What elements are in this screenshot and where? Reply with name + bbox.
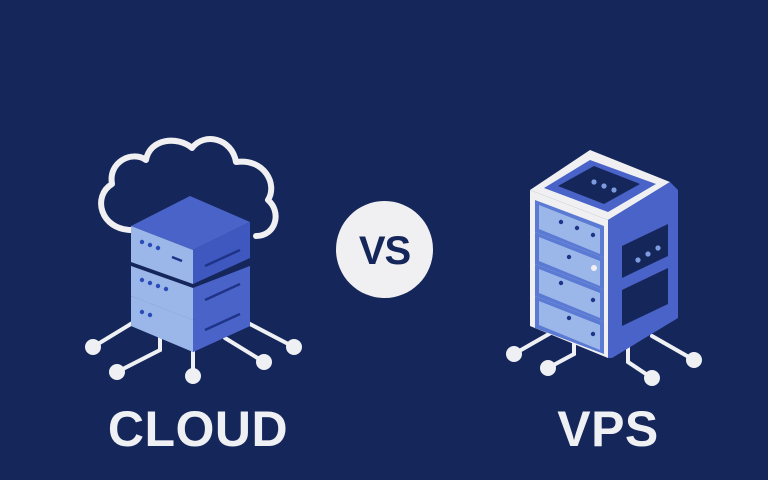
tower-top-panel — [558, 166, 640, 204]
vs-text: VS — [358, 228, 411, 273]
drive-bay-4 — [535, 296, 604, 354]
network-nodes-icon — [506, 328, 702, 386]
vs-badge: VS — [336, 201, 433, 298]
drive-bay-1 — [535, 200, 604, 258]
cloud-outline-icon — [98, 136, 279, 239]
server-unit-1 — [131, 196, 250, 284]
drive-bay-3 — [535, 264, 604, 322]
server-unit-3 — [131, 296, 250, 352]
server-unit-2 — [131, 266, 250, 320]
vps-title: VPS — [557, 401, 659, 457]
drive-bay-2 — [535, 232, 604, 290]
cloud-title: CLOUD — [107, 401, 289, 457]
